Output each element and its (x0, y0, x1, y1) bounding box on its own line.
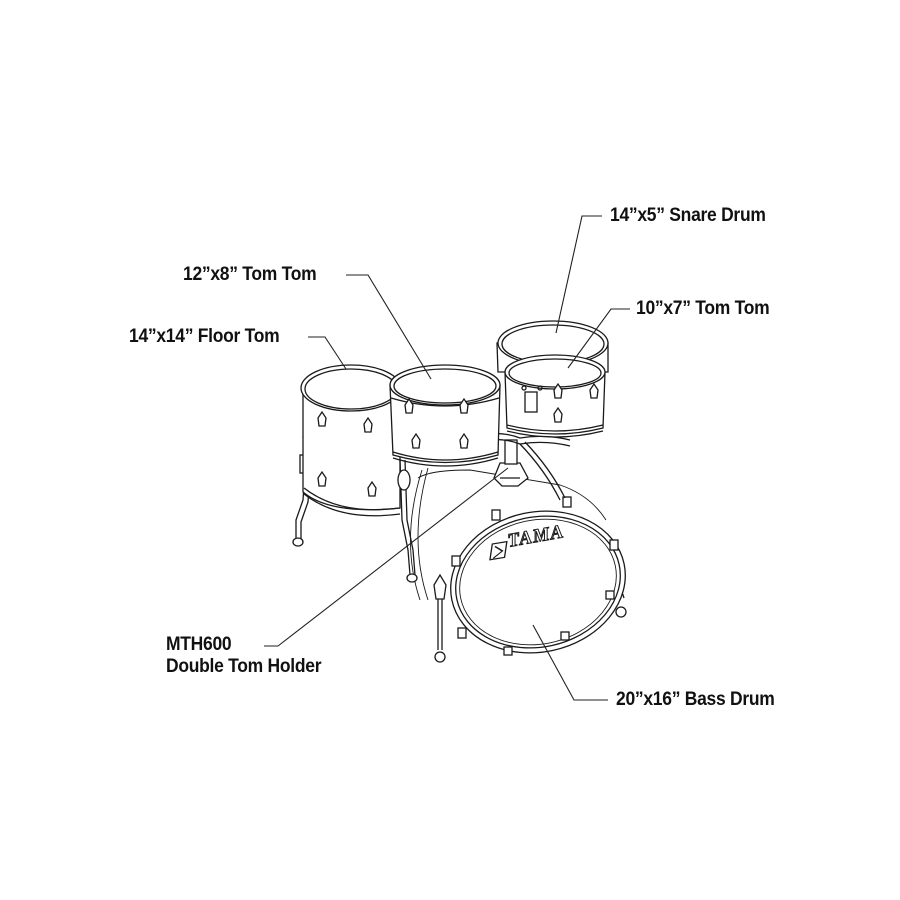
tom-12-drawing (389, 364, 501, 583)
label-bass-drum: 20”x16” Bass Drum (616, 689, 775, 710)
tom-holder-drawing (469, 432, 571, 501)
label-tom-12: 12”x8” Tom Tom (183, 264, 317, 285)
label-floor-tom: 14”x14” Floor Tom (129, 326, 280, 347)
label-tom-holder-desc: Double Tom Holder (166, 656, 322, 677)
leader-lines (264, 215, 630, 701)
label-snare-drum: 14”x5” Snare Drum (610, 205, 766, 226)
tom-10-drawing (504, 354, 606, 438)
bass-drum-drawing (410, 467, 627, 663)
label-tom-holder-model: MTH600 (166, 634, 232, 655)
label-tom-holder: MTH600 Double Tom Holder (166, 634, 321, 678)
floor-tom-drawing (292, 364, 402, 547)
label-tom-10: 10”x7” Tom Tom (636, 298, 770, 319)
tama-logo (489, 540, 508, 561)
